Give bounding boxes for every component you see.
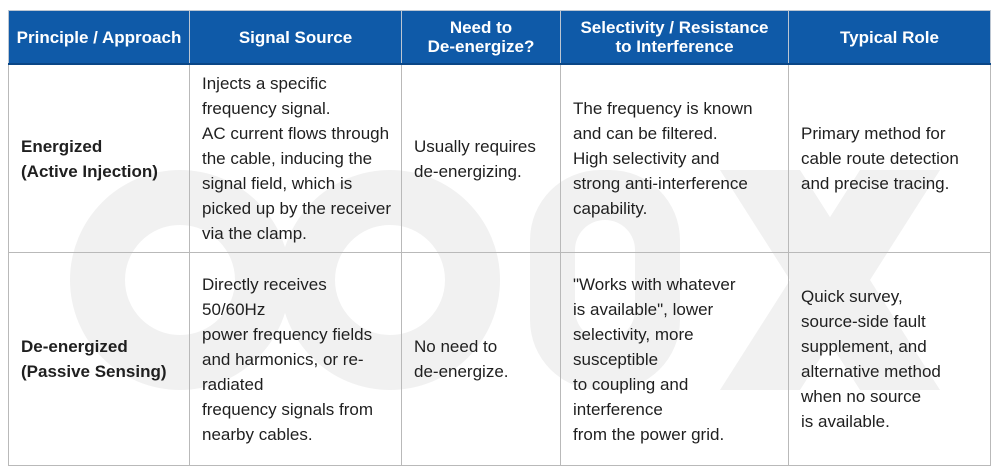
cell-principle: De-energized (Passive Sensing) (8, 252, 190, 466)
cell-text-line: AC current flows through (202, 124, 390, 143)
cell-text-line: the cable, inducing the (202, 149, 373, 168)
principle-name: De-energized (21, 337, 128, 356)
header-principle-label: Principle / Approach (16, 27, 182, 47)
cell-text-line: nearby cables. (202, 424, 313, 444)
header-typical-role: Typical Role (788, 10, 991, 65)
cell-text-line: frequency signal. (202, 99, 331, 118)
cell-signal-source: Directly receives 50/60Hz power frequenc… (189, 252, 402, 466)
comparison-table: Principle / Approach Signal Source Need … (8, 10, 991, 466)
cell-text-line: cable route detection (801, 149, 959, 168)
cell-text-line: when no source (801, 387, 922, 406)
cell-text-line: High selectivity and (573, 149, 720, 168)
header-principle: Principle / Approach (8, 10, 190, 65)
cell-text-line: signal field, which is (202, 174, 353, 193)
principle-subtitle: (Passive Sensing) (21, 362, 167, 381)
header-selectivity: Selectivity / Resistance to Interference (560, 10, 789, 65)
cell-text-line: de-energizing. (414, 161, 522, 181)
cell-text-line: "Works with whatever (573, 274, 736, 294)
header-signal-source-line: Signal Source (238, 27, 353, 47)
cell-text-line: Usually requires (414, 136, 536, 156)
cell-text-line: Directly receives 50/60Hz (202, 274, 327, 319)
header-selectivity-line: Selectivity / Resistance (580, 18, 769, 37)
cell-signal-source: Injects a specific frequency signal. AC … (189, 63, 402, 253)
header-signal-source: Signal Source (189, 10, 402, 65)
header-row: Principle / Approach Signal Source Need … (8, 10, 991, 65)
cell-typical-role: Primary method for cable route detection… (788, 63, 991, 253)
cell-need-deenergize: Usually requires de-energizing. (401, 63, 561, 253)
cell-selectivity: "Works with whatever is available", lowe… (560, 252, 789, 466)
cell-text-line: supplement, and (801, 337, 927, 356)
principle-subtitle: (Active Injection) (21, 161, 158, 181)
cell-text-line: Injects a specific (202, 74, 327, 93)
table-row-energized: Energized (Active Injection) Injects a s… (8, 63, 991, 253)
header-need-deenergize-line: De-energize? (427, 37, 535, 56)
cell-typical-role: Quick survey, source-side fault suppleme… (788, 252, 991, 466)
header-selectivity-line: to Interference (615, 37, 734, 56)
cell-selectivity: The frequency is known and can be filter… (560, 63, 789, 253)
cell-text-line: from the power grid. (573, 424, 725, 444)
cell-principle: Energized (Active Injection) (8, 63, 190, 253)
cell-text-line: The frequency is known (573, 99, 753, 118)
cell-text-line: and precise tracing. (801, 174, 950, 193)
cell-text-line: selectivity, more susceptible (573, 324, 694, 369)
cell-text-line: is available", lower (573, 299, 714, 319)
cell-need-deenergize: No need to de-energize. (401, 252, 561, 466)
cell-text-line: Quick survey, (801, 287, 903, 306)
header-typical-role-line: Typical Role (840, 27, 939, 47)
header-need-deenergize-line: Need to (449, 18, 513, 37)
cell-text-line: and can be filtered. (573, 124, 718, 143)
cell-text-line: picked up by the receiver (202, 199, 391, 218)
cell-text-line: to coupling and interference (573, 374, 689, 419)
cell-text-line: alternative method (801, 362, 941, 381)
cell-text-line: capability. (573, 199, 648, 218)
cell-text-line: strong anti-interference (573, 174, 748, 193)
cell-text-line: source-side fault (801, 312, 926, 331)
cell-text-line: and harmonics, or re-radiated (202, 349, 364, 394)
table-row-deenergized: De-energized (Passive Sensing) Directly … (8, 252, 991, 466)
principle-name: Energized (21, 136, 103, 156)
cell-text-line: frequency signals from (202, 399, 374, 419)
cell-text-line: Primary method for (801, 124, 946, 143)
cell-text-line: No need to (414, 337, 498, 356)
cell-text-line: power frequency fields (202, 324, 373, 344)
cell-text-line: via the clamp. (202, 224, 307, 243)
cell-text-line: de-energize. (414, 362, 509, 381)
header-need-deenergize: Need to De-energize? (401, 10, 561, 65)
cell-text-line: is available. (801, 412, 890, 431)
